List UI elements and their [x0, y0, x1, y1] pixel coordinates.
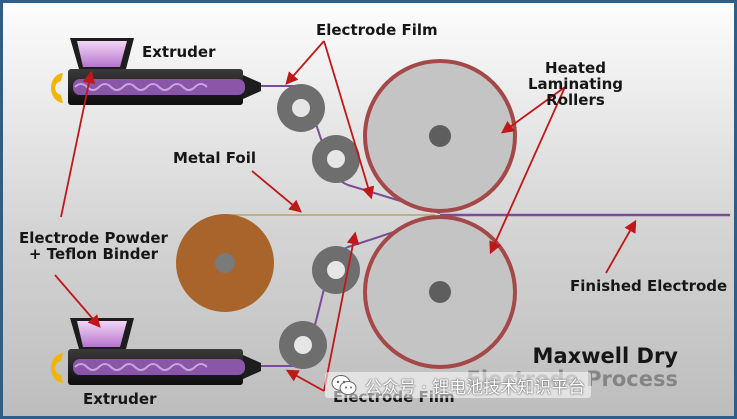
label-heated-laminating-rollers: Heated Laminating Rollers [528, 59, 623, 109]
process-diagram [51, 38, 730, 392]
metal-foil-roll [176, 214, 274, 312]
extruder-bottom-handle [51, 353, 63, 383]
brand-line1: Maxwell Dry [532, 344, 678, 368]
label-heated: Heated [545, 59, 606, 77]
label-electrode-powder: Electrode Powder + Teflon Binder [19, 229, 168, 263]
wechat-icon [331, 375, 357, 395]
label-electrode-powder-line2: + Teflon Binder [28, 244, 159, 263]
laminating-rollers [363, 59, 517, 369]
watermark-text: 公众号 · 锂电池技术知识平台 [365, 377, 586, 398]
label-finished-electrode: Finished Electrode [570, 277, 728, 295]
label-rollers: Rollers [546, 90, 605, 109]
extruder-top [51, 38, 261, 105]
extruder-bottom [51, 318, 261, 385]
label-metal-foil: Metal Foil [173, 149, 256, 167]
callout-arrows [54, 40, 637, 392]
label-extruder-bottom: Extruder [83, 390, 157, 408]
label-electrode-film-top: Electrode Film [316, 21, 438, 39]
extruder-top-handle [51, 73, 63, 103]
label-extruder-top: Extruder [142, 43, 216, 61]
hopper-bottom [77, 321, 127, 347]
watermark: 公众号 · 锂电池技术知识平台 [325, 372, 592, 398]
label-laminating: Laminating [528, 74, 623, 93]
idler-rollers [277, 84, 360, 369]
label-electrode-powder-line1: Electrode Powder [19, 229, 168, 247]
hopper-top [77, 41, 127, 67]
